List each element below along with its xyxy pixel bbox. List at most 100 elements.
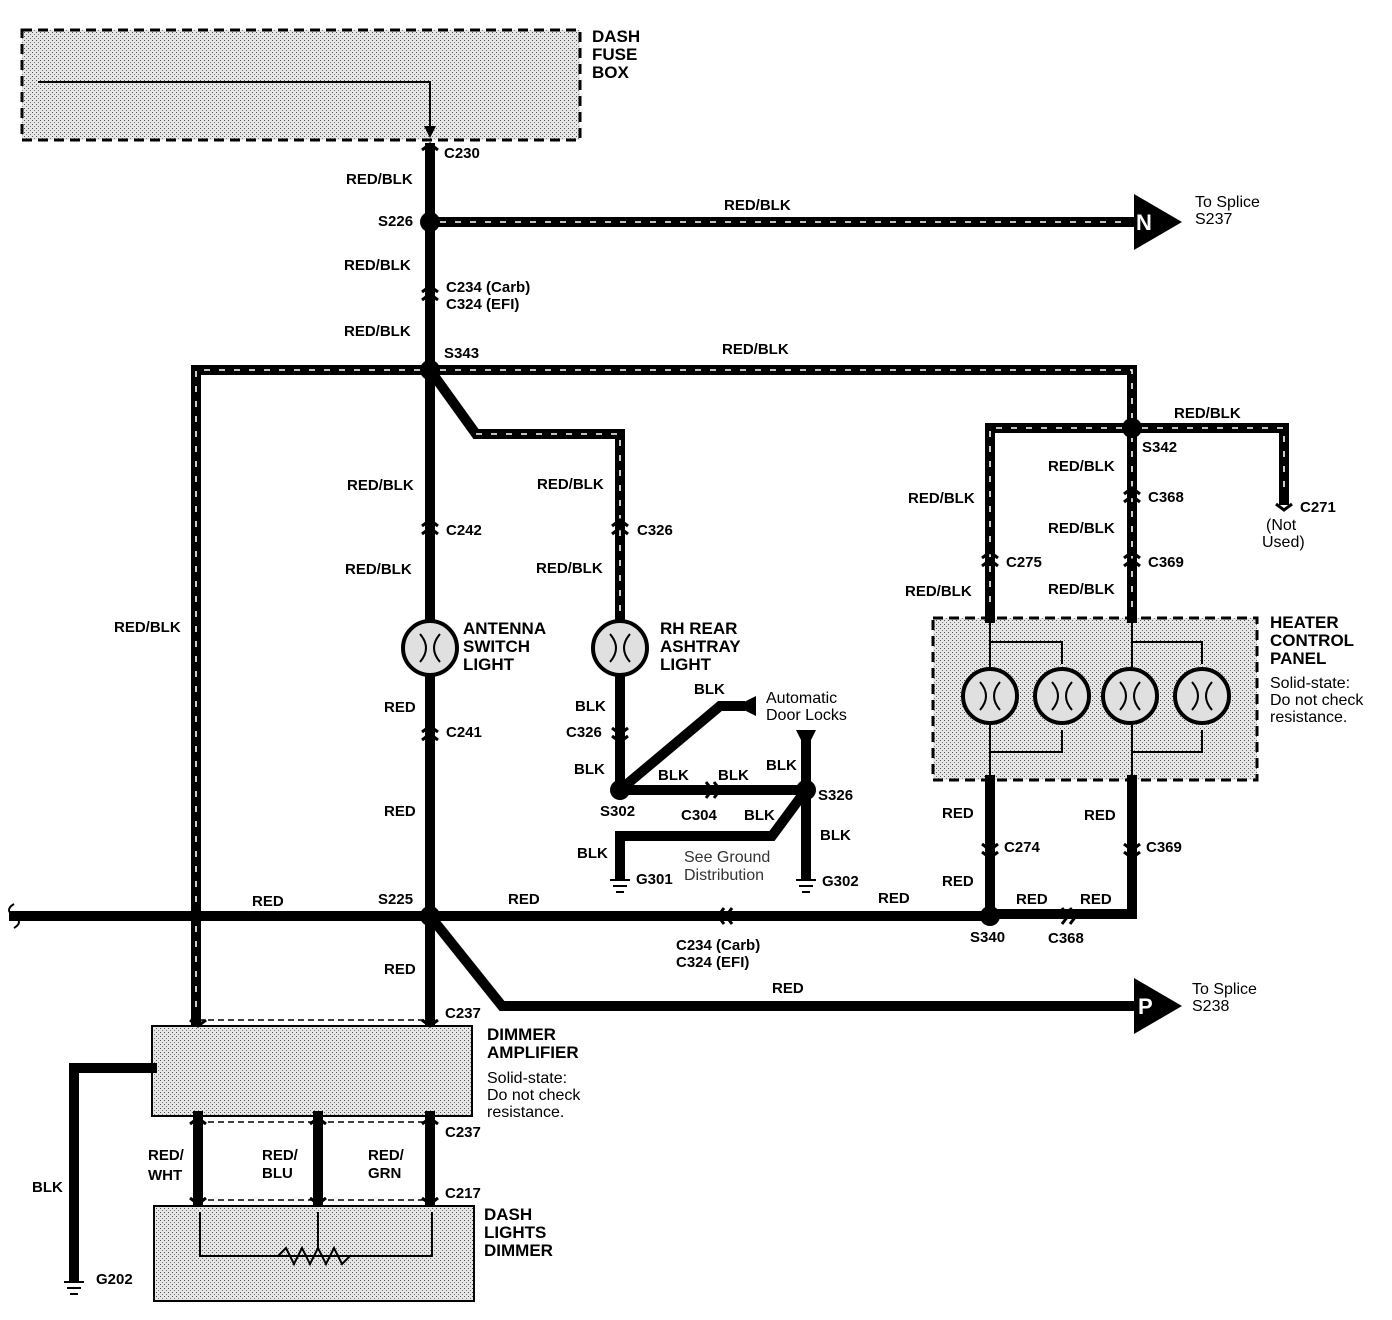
svg-text:RED/BLK: RED/BLK (722, 341, 789, 358)
svg-text:BLK: BLK (744, 807, 775, 824)
svg-text:RED/BLK: RED/BLK (344, 323, 411, 340)
svg-text:C368: C368 (1048, 930, 1084, 947)
svg-text:S225: S225 (378, 891, 413, 908)
svg-text:RED/GRN: RED/GRN (368, 1147, 405, 1182)
svg-text:S302: S302 (600, 803, 635, 820)
ground-g302: G302 (796, 873, 859, 893)
connector-labels: C230 C234 (Carb)C324 (EFI) C242 C241 C32… (444, 145, 1336, 1202)
svg-text:C234 (Carb)C324 (EFI): C234 (Carb)C324 (EFI) (676, 937, 760, 971)
svg-text:BLK: BLK (658, 767, 689, 784)
svg-text:RED: RED (384, 699, 416, 716)
svg-text:C242: C242 (446, 522, 482, 539)
splice-dots (420, 212, 1142, 926)
svg-text:BLK: BLK (32, 1179, 63, 1196)
svg-text:RED: RED (772, 980, 804, 997)
svg-text:RED: RED (384, 961, 416, 978)
svg-text:BLK: BLK (694, 681, 725, 698)
svg-text:BLK: BLK (820, 827, 851, 844)
svg-text:C368: C368 (1148, 489, 1184, 506)
svg-text:RED/BLU: RED/BLU (262, 1147, 299, 1182)
svg-text:BLK: BLK (575, 698, 606, 715)
svg-text:P: P (1138, 994, 1153, 1019)
svg-text:RED/BLK: RED/BLK (1048, 520, 1115, 537)
svg-text:BLK: BLK (718, 767, 749, 784)
svg-text:C369: C369 (1146, 839, 1182, 856)
svg-text:RED: RED (1080, 891, 1112, 908)
wire-network (8, 143, 1289, 1283)
svg-text:RED/BLK: RED/BLK (1048, 581, 1115, 598)
svg-text:C241: C241 (446, 724, 482, 741)
svg-text:S340: S340 (970, 929, 1005, 946)
svg-text:RED/BLK: RED/BLK (346, 171, 413, 188)
heater-lamps (961, 618, 1231, 780)
svg-text:RED/BLK: RED/BLK (347, 477, 414, 494)
svg-text:S343: S343 (444, 345, 479, 362)
svg-text:C230: C230 (444, 145, 480, 162)
svg-text:RED/BLK: RED/BLK (537, 476, 604, 493)
svg-text:G202: G202 (96, 1271, 133, 1288)
svg-text:C234 (Carb)C324 (EFI): C234 (Carb)C324 (EFI) (446, 279, 530, 313)
svg-text:RED: RED (252, 893, 284, 910)
svg-text:RED: RED (878, 890, 910, 907)
svg-text:C369: C369 (1148, 554, 1184, 571)
svg-text:RED: RED (508, 891, 540, 908)
svg-text:C271: C271 (1300, 499, 1336, 516)
svg-text:RED/BLK: RED/BLK (1174, 405, 1241, 422)
svg-text:RED: RED (1084, 807, 1116, 824)
ground-g202: G202 (64, 1271, 133, 1295)
svg-text:G301: G301 (636, 871, 673, 888)
svg-text:RED/BLK: RED/BLK (1048, 458, 1115, 475)
svg-text:RED/BLK: RED/BLK (344, 257, 411, 274)
svg-text:S326: S326 (818, 787, 853, 804)
ground-g301: G301 (610, 871, 673, 893)
svg-text:N: N (1136, 210, 1152, 235)
svg-text:BLK: BLK (577, 845, 608, 862)
svg-text:G302: G302 (822, 873, 859, 890)
svg-text:RED: RED (942, 805, 974, 822)
connector-marks (189, 142, 1293, 1206)
splice-labels: S226 S343 S342 S302 S326 S225 S340 (378, 213, 1177, 946)
svg-text:C275: C275 (1006, 554, 1042, 571)
svg-text:RED/BLK: RED/BLK (345, 561, 412, 578)
svg-text:C274: C274 (1004, 839, 1041, 856)
svg-text:C326: C326 (566, 724, 602, 741)
svg-text:RED: RED (942, 873, 974, 890)
svg-text:BLK: BLK (766, 757, 797, 774)
svg-text:C217: C217 (445, 1185, 481, 1202)
svg-text:C304: C304 (681, 807, 718, 824)
svg-text:RED: RED (384, 803, 416, 820)
svg-text:RED/BLK: RED/BLK (905, 583, 972, 600)
svg-text:C237: C237 (445, 1005, 481, 1022)
svg-text:RED/WHT: RED/WHT (148, 1147, 185, 1184)
svg-text:S342: S342 (1142, 439, 1177, 456)
svg-text:C326: C326 (637, 522, 673, 539)
wire-labels: RED/BLK RED/BLK RED/BLK RED/BLK RED/BLK … (32, 171, 1241, 1196)
svg-text:RED/BLK: RED/BLK (908, 490, 975, 507)
svg-text:C237: C237 (445, 1124, 481, 1141)
svg-text:RED/BLK: RED/BLK (536, 560, 603, 577)
